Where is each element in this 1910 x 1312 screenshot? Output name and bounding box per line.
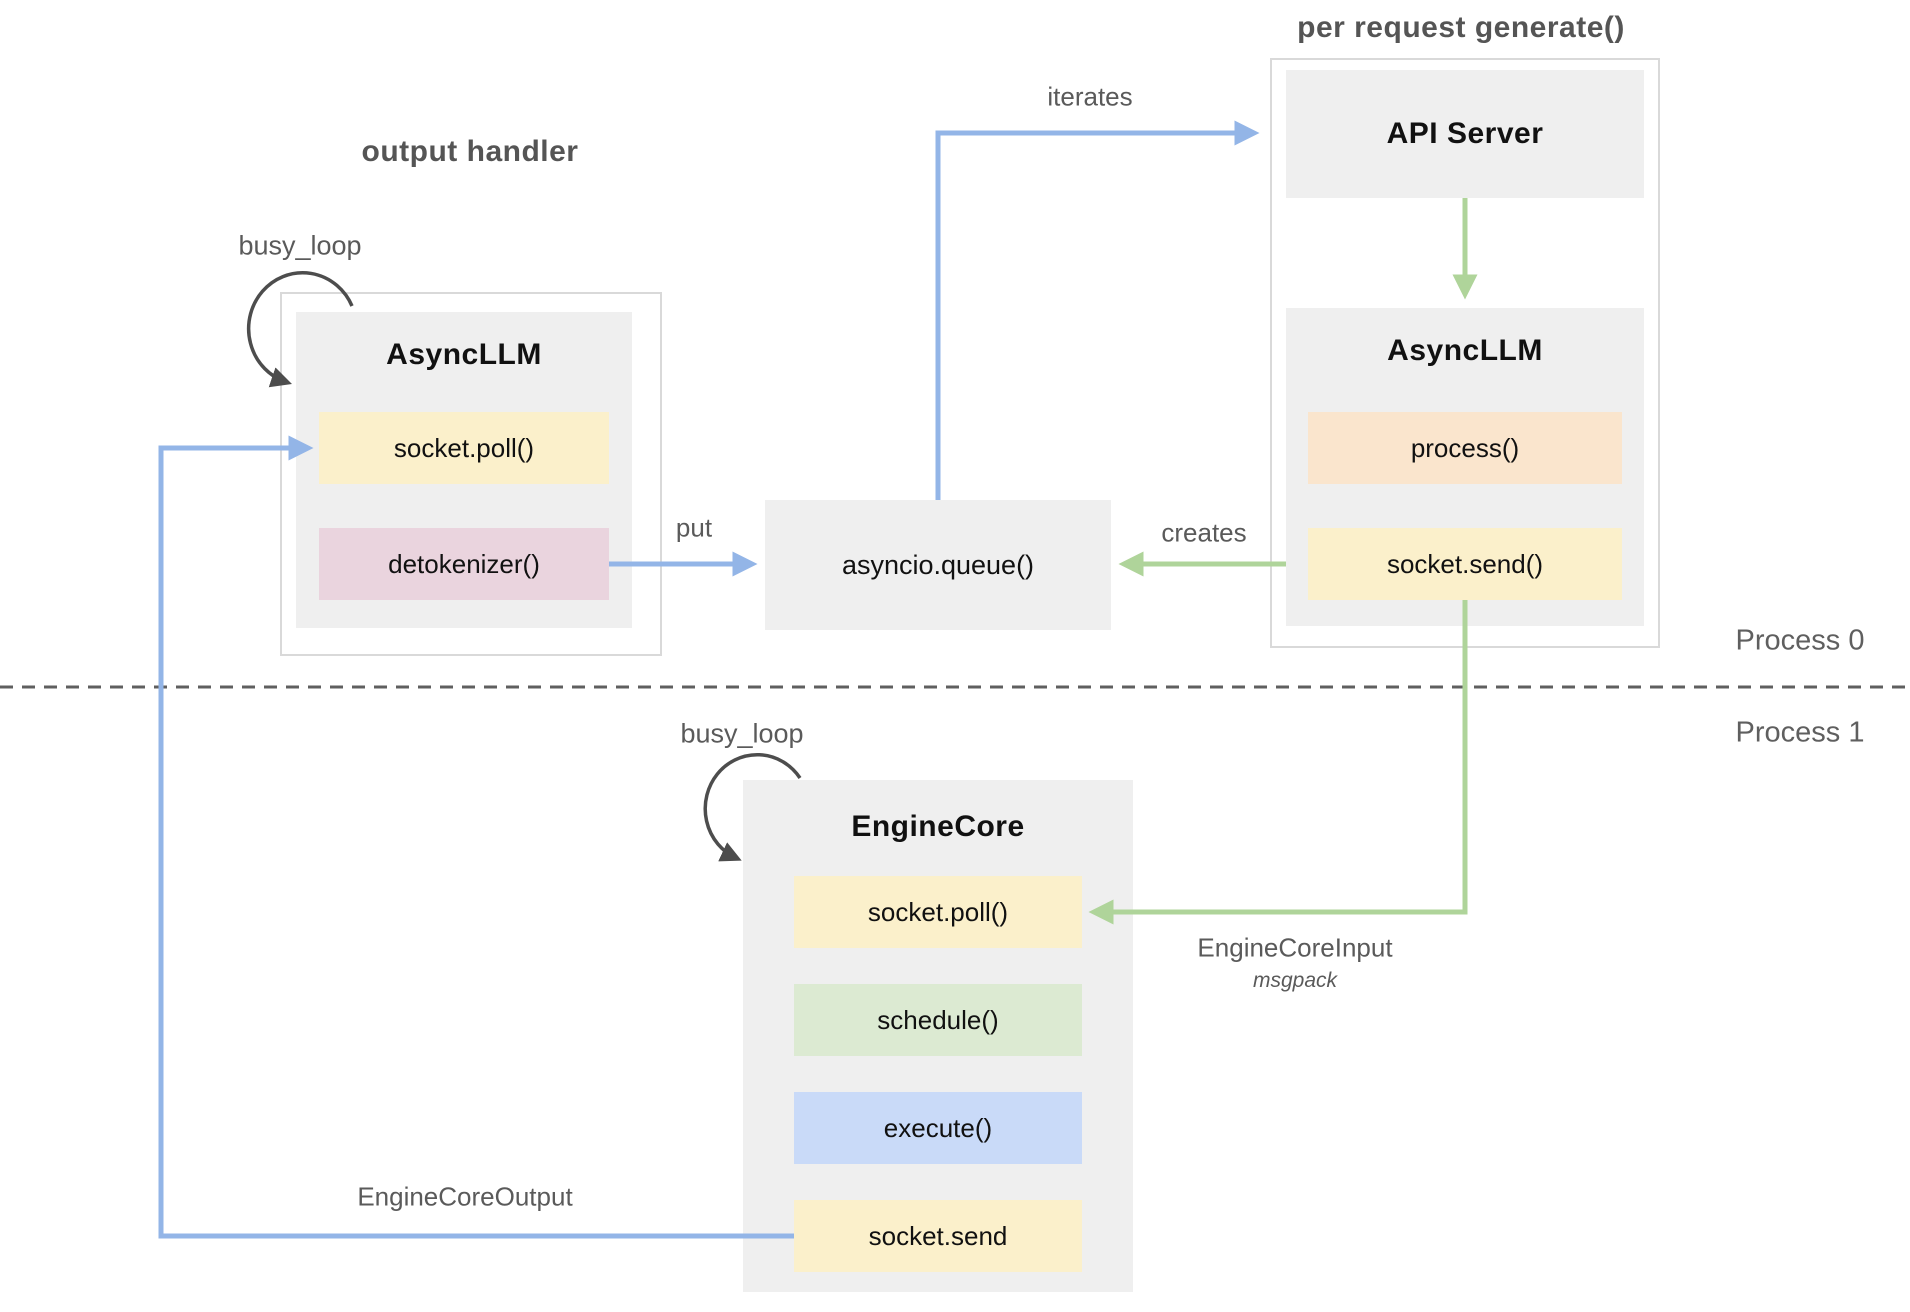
engine-core-input-label: EngineCoreInput bbox=[1197, 932, 1393, 963]
engine-core-execute: execute() bbox=[794, 1092, 1082, 1164]
asyncio-queue-box: asyncio.queue() bbox=[765, 500, 1111, 630]
api-server-box: API Server bbox=[1286, 70, 1644, 198]
per-request-generate-title: per request generate() bbox=[1297, 11, 1625, 44]
process-0-label: Process 0 bbox=[1735, 624, 1865, 657]
async-llm-right-process: process() bbox=[1308, 412, 1622, 484]
engine-core-input-format-label: msgpack bbox=[1252, 969, 1338, 992]
async-llm-right-title: AsyncLLM bbox=[1387, 334, 1543, 367]
process-1-label: Process 1 bbox=[1735, 716, 1865, 749]
busy-loop-label-top: busy_loop bbox=[238, 230, 362, 261]
output-handler-title: output handler bbox=[361, 135, 579, 168]
creates-label: creates bbox=[1161, 517, 1247, 548]
engine-core-output-label: EngineCoreOutput bbox=[357, 1181, 573, 1212]
iterates-label: iterates bbox=[1047, 81, 1133, 112]
engine-core-socket-send: socket.send bbox=[794, 1200, 1082, 1272]
engine-core-title: EngineCore bbox=[851, 810, 1025, 843]
busy-loop-label-bottom: busy_loop bbox=[680, 718, 804, 749]
async-llm-right-socket-send: socket.send() bbox=[1308, 528, 1622, 600]
put-label: put bbox=[675, 512, 713, 543]
async-llm-left-title: AsyncLLM bbox=[386, 338, 542, 371]
engine-core-schedule: schedule() bbox=[794, 984, 1082, 1056]
engine-core-socket-poll: socket.poll() bbox=[794, 876, 1082, 948]
